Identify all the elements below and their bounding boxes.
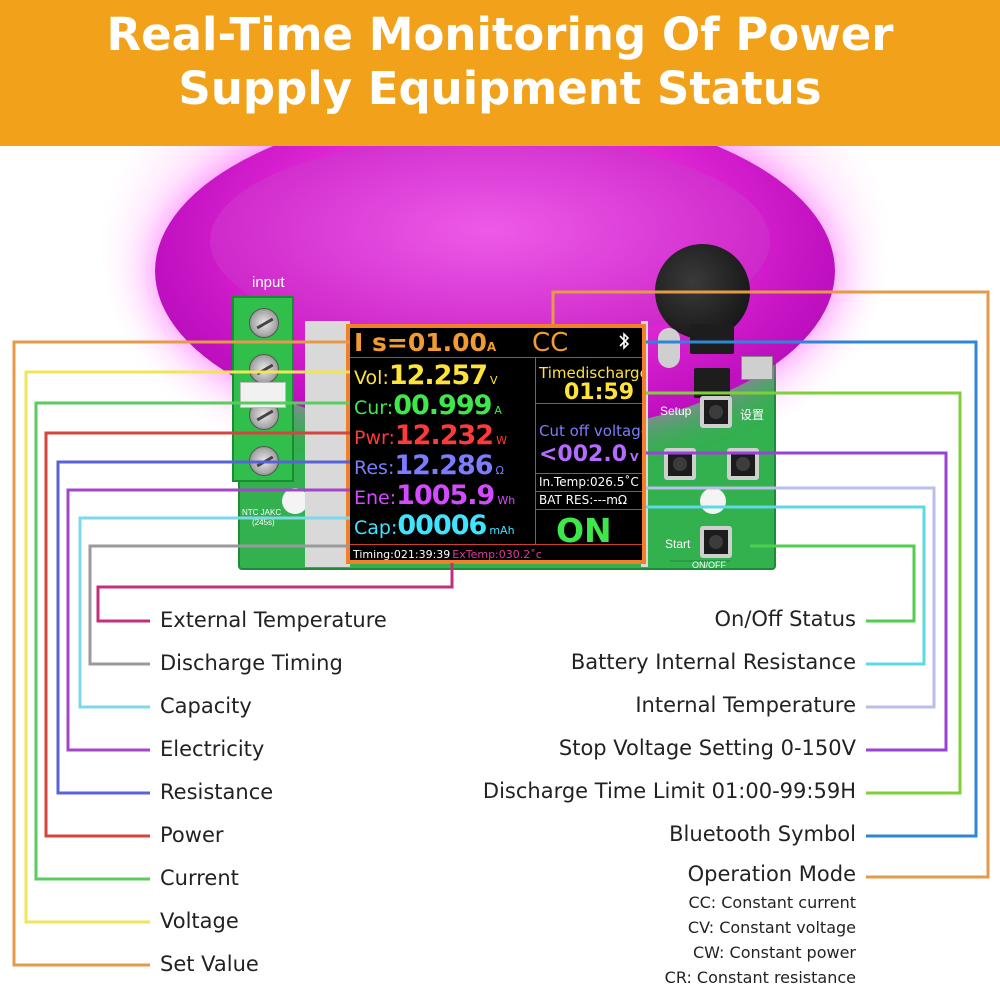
- current-unit: A: [494, 404, 502, 417]
- legend-discharge-timing: Discharge Timing: [160, 651, 343, 675]
- start-button[interactable]: [700, 526, 732, 558]
- legend-electricity: Electricity: [160, 737, 265, 761]
- timed-discharge-value: 01:59: [564, 380, 635, 405]
- operation-mode: CC: [532, 328, 569, 358]
- start-label: Start: [665, 537, 691, 551]
- left-button[interactable]: [664, 448, 696, 480]
- legend-current: Current: [160, 866, 239, 890]
- right-button[interactable]: [727, 448, 759, 480]
- setup-cn-label: 设置: [740, 408, 765, 422]
- ntc-sub-label: (245s): [252, 518, 275, 527]
- legend-operation-mode: Operation Mode: [687, 862, 856, 886]
- legend-capacity: Capacity: [160, 694, 252, 718]
- screen-bezel-left: [305, 321, 350, 567]
- energy-unit: Wh: [497, 494, 516, 507]
- resistance-label: Res: [354, 457, 388, 479]
- voltage-unit: V: [490, 374, 498, 387]
- legend-discharge-time-limit: Discharge Time Limit 01:00-99:59H: [482, 779, 856, 803]
- chip: [694, 368, 730, 398]
- discharge-timing: Timing:021:39:39: [353, 548, 451, 561]
- mode-note-cc: CC: Constant current: [688, 893, 856, 912]
- mode-note-cr: CR: Constant resistance: [664, 968, 856, 987]
- chip: [690, 324, 734, 354]
- cutoff-voltage-number: <002.0: [539, 442, 628, 467]
- battery-internal-resistance: BAT RES:---mΩ: [539, 493, 628, 507]
- legend-internal-temperature: Internal Temperature: [635, 693, 856, 717]
- banner-title-line2: Supply Equipment Status: [178, 62, 822, 115]
- energy-value: 1005.9: [396, 480, 495, 511]
- title-banner: Real-Time Monitoring Of Power Supply Equ…: [0, 0, 1000, 146]
- legend-external-temperature: External Temperature: [160, 608, 387, 632]
- capacity-value: 00006: [397, 510, 487, 541]
- legend-stop-voltage: Stop Voltage Setting 0-150V: [558, 736, 856, 760]
- legend-bluetooth-symbol: Bluetooth Symbol: [669, 822, 856, 846]
- set-value: I s=01.00A: [354, 328, 496, 357]
- mount-hole: [700, 488, 726, 514]
- set-value-label: I s=: [354, 328, 408, 357]
- legend-set-value: Set Value: [160, 952, 259, 976]
- screw-icon: [249, 446, 279, 476]
- internal-temperature: In.Temp:026.5˚C: [539, 475, 639, 489]
- setup-button[interactable]: [700, 396, 732, 428]
- current-label: Cur: [354, 397, 387, 419]
- voltage-value: 12.257: [388, 360, 488, 391]
- bluetooth-icon: [618, 332, 630, 355]
- screw-icon: [249, 308, 279, 338]
- input-label: input: [252, 274, 285, 291]
- legend-voltage: Voltage: [160, 909, 239, 933]
- capacity-label: Cap: [354, 517, 391, 539]
- mode-note-cw: CW: Constant power: [693, 943, 856, 962]
- ntc-connector: [240, 382, 286, 408]
- legend-battery-internal-resistance: Battery Internal Resistance: [570, 650, 856, 674]
- current-value: 00.999: [393, 390, 492, 421]
- voltage-label: Vol: [354, 367, 383, 389]
- energy-label: Ene: [354, 487, 390, 509]
- set-value-unit: A: [486, 340, 497, 354]
- onoff-label: ON/OFF: [692, 560, 726, 570]
- resistance-unit: Ω: [495, 464, 504, 477]
- set-value-number: 01.00: [407, 328, 487, 357]
- legend-power: Power: [160, 823, 224, 847]
- ntc-label: NTC JAKC: [242, 508, 282, 517]
- setup-label: Setup: [660, 404, 692, 418]
- power-value: 12.232: [394, 420, 494, 451]
- banner-title-line1: Real-Time Monitoring Of Power: [106, 8, 894, 61]
- power-label: Pwr: [354, 427, 389, 449]
- external-temperature: ExTemp:030.2˚c: [452, 548, 542, 561]
- resistance-value: 12.286: [394, 450, 493, 481]
- cutoff-voltage-unit: V: [630, 451, 639, 464]
- usb-port: [741, 356, 773, 380]
- product-photo: input Setup 设置 Start ON/OFF NTC JAKC (24…: [0, 146, 1000, 616]
- onoff-status: ON: [556, 511, 612, 550]
- mode-note-cv: CV: Constant voltage: [687, 918, 856, 937]
- screw-icon: [249, 354, 279, 384]
- cutoff-voltage-label: Cut off voltage: [539, 422, 646, 440]
- crystal: [658, 328, 680, 368]
- power-unit: W: [496, 434, 507, 447]
- legend-resistance: Resistance: [160, 780, 274, 804]
- legend-onoff-status: On/Off Status: [714, 607, 856, 631]
- capacity-unit: mAh: [489, 524, 515, 537]
